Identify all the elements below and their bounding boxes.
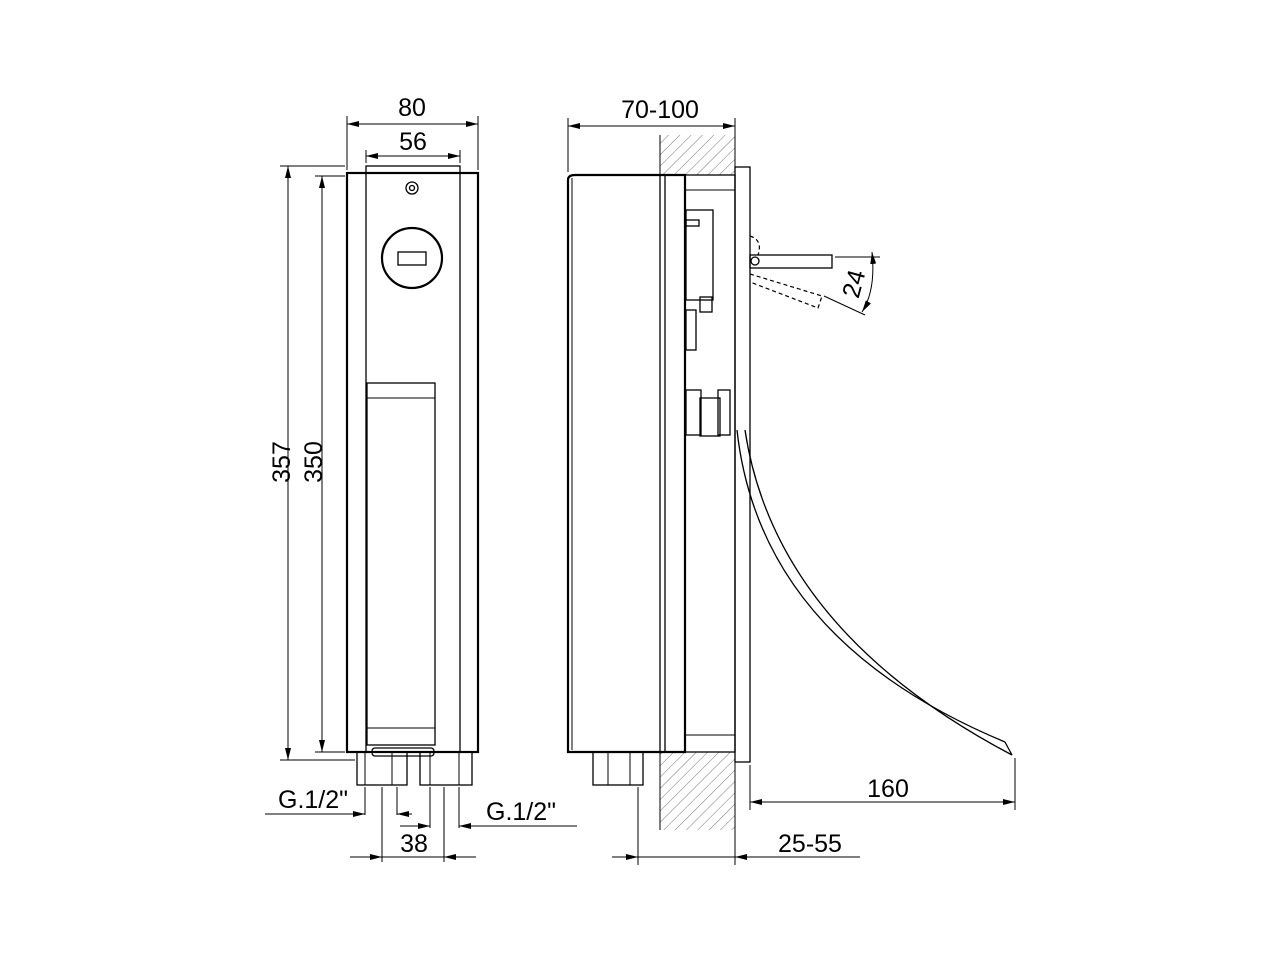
wall-plate [734,166,751,763]
front-view [345,165,480,786]
wall-section-bottom [660,752,735,830]
dim-g12-right: G.1/2" [486,798,556,826]
hose [736,429,1006,743]
side-housing [566,173,687,754]
lever [749,254,833,269]
front-panel-window [366,382,436,746]
dim-25-55: 25-55 [778,830,842,858]
dim-38: 38 [400,830,428,858]
side-dimensions: 70-100 160 25-55 [567,96,1016,865]
side-connector [592,751,644,786]
mounting-box [684,174,736,753]
screw-icon [405,181,419,195]
dim-160: 160 [867,775,909,803]
side-view: 24 [566,135,1013,830]
dim-24: 24 [837,267,871,301]
dim-350: 350 [300,441,328,483]
front-plate [365,165,461,753]
dim-56: 56 [399,128,427,156]
dim-80: 80 [398,94,426,122]
dim-357: 357 [268,441,296,483]
dim-70-100: 70-100 [621,96,699,124]
lever-tilted [749,273,823,309]
dim-g12-left: G.1/2" [278,786,348,814]
water-connectors [356,751,473,786]
wall-section-top [660,135,735,175]
front-dimensions: 80 56 357 350 G.1/2" G.1/2" 38 [265,94,577,862]
sensor-window [380,226,444,290]
